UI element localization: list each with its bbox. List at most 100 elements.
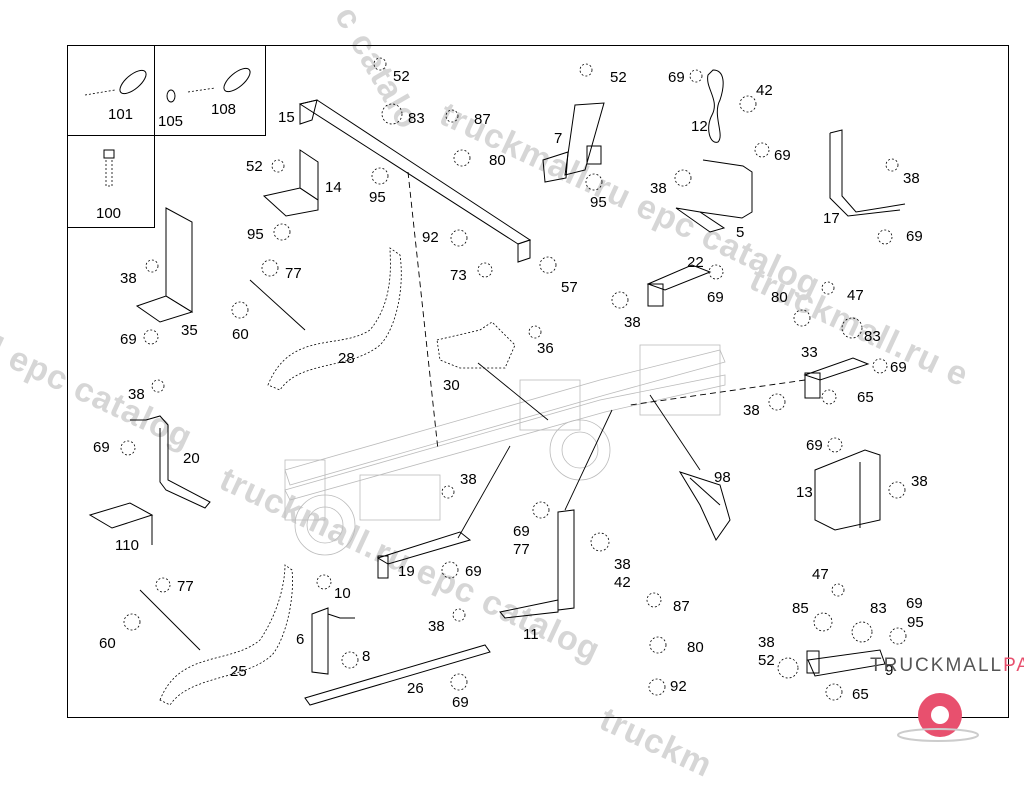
part-label: 52 [758,652,775,669]
strap-12 [707,69,724,143]
bracket-110 [88,502,154,545]
part-label: 52 [610,69,627,86]
part-label: 15 [278,109,295,126]
part-label: 95 [590,194,607,211]
part-label: 69 [452,694,469,711]
part-label: 101 [108,106,134,123]
part-label: 6 [296,631,305,648]
part-label: 10 [334,585,351,602]
part-label: 83 [864,328,881,345]
part-label: 95 [247,226,264,243]
part-label: 38 [903,170,920,187]
part-label: 95 [907,614,924,631]
part-label: 80 [489,152,506,169]
bracket-11 [499,509,575,619]
part-label: 35 [181,322,198,339]
part-label: 98 [714,469,731,486]
part-label: 22 [687,254,704,271]
bracket-19 [376,531,472,579]
bracket-17 [829,129,906,217]
part-label: 83 [408,110,425,127]
washer-105 [166,89,176,103]
part-label: 60 [232,326,249,343]
fender-25 [139,564,293,706]
part-label: 105 [158,113,184,130]
part-label: 65 [857,389,874,406]
part-label: 30 [443,377,460,394]
cable-tie-101 [84,69,147,96]
bracket-98 [678,471,731,542]
part-label: 38 [624,314,641,331]
part-label: 85 [792,600,809,617]
leader-lines [407,171,806,539]
bracket-33 [803,357,870,399]
part-label: 38 [460,471,477,488]
part-label: 28 [338,350,355,367]
part-label: 42 [756,82,773,99]
part-label: 52 [393,68,410,85]
part-label: 17 [823,210,840,227]
bracket-14 [262,149,319,217]
bracket-7 [542,102,605,183]
part-label: 77 [513,541,530,558]
bracket-6 [311,607,355,675]
part-label: 69 [774,147,791,164]
bracket-22 [646,264,712,307]
logo-text-accent: PARTS [1003,655,1024,676]
cable-tie-108 [187,67,251,93]
exploded-parts-diagram [84,57,979,742]
part-label: 38 [743,402,760,419]
part-label: 69 [513,523,530,540]
part-label: 87 [474,111,491,128]
part-label: 60 [99,635,116,652]
fasteners [120,57,907,701]
part-label: 100 [96,205,122,222]
part-label: 38 [428,618,445,635]
part-label: 69 [806,437,823,454]
truck-chassis [284,344,726,556]
part-label: 12 [691,118,708,135]
part-label: 38 [758,634,775,651]
part-label: 9 [885,662,894,679]
inset-box-105-108 [154,45,266,136]
part-label: 92 [670,678,687,695]
part-label: 36 [537,340,554,357]
part-label: 80 [771,289,788,306]
part-label: 38 [911,473,928,490]
part-label: 38 [120,270,137,287]
part-label: 47 [812,566,829,583]
part-label: 77 [285,265,302,282]
inset-box-100 [67,135,155,228]
bracket-35 [135,207,194,323]
truckmallparts-logo: TRUCKMALLPARTS [870,655,1024,677]
part-label: 11 [523,626,539,643]
plate-30 [436,321,516,369]
part-label: 77 [177,578,194,595]
part-label: 14 [325,179,342,196]
part-label: 8 [362,648,371,665]
part-label: 52 [246,158,263,175]
part-label: 5 [736,224,745,241]
part-label: 69 [93,439,110,456]
crossmember-15 [298,99,532,263]
part-label: 69 [906,228,923,245]
part-label: 38 [650,180,667,197]
part-label: 110 [115,537,139,554]
part-label: 38 [614,556,631,573]
part-label: 69 [890,359,907,376]
bracket-9 [806,649,886,677]
part-label: 87 [673,598,690,615]
part-label: 13 [796,484,813,501]
gear-swirl-icon [897,693,979,742]
bracket-5 [675,159,753,233]
inset-box-101 [67,45,155,136]
plate-13 [814,449,881,531]
diagram-frame [67,45,1009,718]
part-label: 69 [465,563,482,580]
part-label: 33 [801,344,818,361]
part-label: 83 [870,600,887,617]
part-label: 47 [847,287,864,304]
part-label: 25 [230,663,247,680]
part-label: 108 [211,101,237,118]
part-label: 69 [906,595,923,612]
